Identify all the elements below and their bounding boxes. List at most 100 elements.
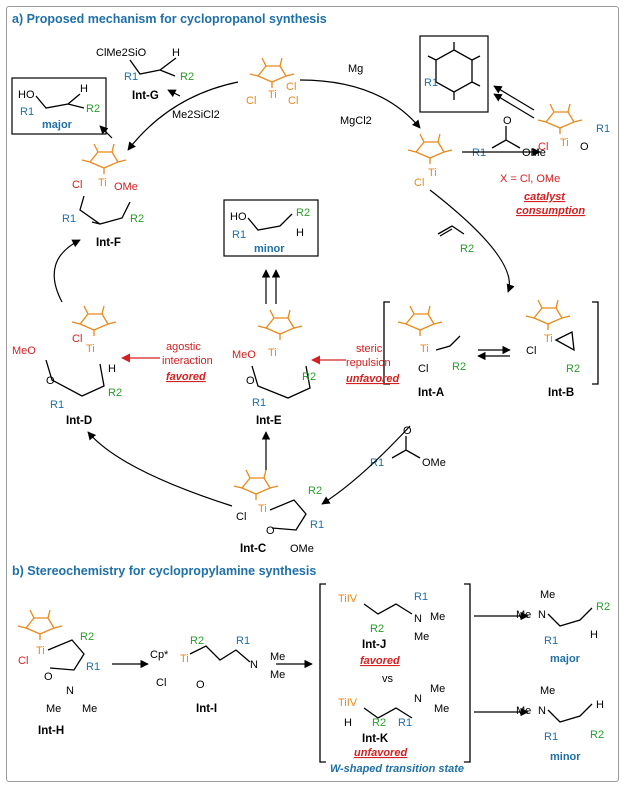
svg-text:MeO: MeO: [232, 349, 256, 361]
svg-text:R2: R2: [590, 729, 604, 741]
svg-text:R2: R2: [460, 243, 474, 255]
int-j-label: Int-J: [362, 639, 386, 651]
svg-text:N: N: [414, 693, 422, 705]
int-d-structure: Cl Ti MeO O R1 H R2 Int-D agostic intera…: [12, 305, 213, 427]
int-k-label: Int-K: [362, 733, 389, 745]
svg-text:H: H: [172, 47, 180, 59]
svg-text:Ti: Ti: [258, 503, 267, 515]
svg-text:Me: Me: [82, 703, 97, 715]
svg-text:R1: R1: [124, 71, 138, 83]
minor-product-box: HO R1 R2 H minor: [223, 199, 319, 257]
hexamethylbenzene-box: R1: [419, 35, 489, 113]
svg-text:Cl: Cl: [526, 345, 536, 357]
svg-text:OMe: OMe: [422, 457, 446, 469]
svg-text:O: O: [196, 679, 205, 691]
alkene-reagent: R2: [437, 225, 474, 255]
svg-text:Me: Me: [46, 703, 61, 715]
svg-text:H: H: [596, 699, 604, 711]
svg-text:HO: HO: [18, 89, 35, 101]
svg-text:TiIV: TiIV: [338, 593, 358, 605]
mgcl2-byproduct: MgCl2: [340, 115, 372, 127]
svg-text:agostic: agostic: [166, 341, 201, 353]
svg-text:TiIV: TiIV: [338, 697, 358, 709]
int-i-structure: Cp* Ti Cl O R2 R1 N Me Me Int-I: [150, 635, 285, 715]
svg-text:Cl: Cl: [418, 363, 428, 375]
svg-text:major: major: [550, 653, 581, 665]
svg-text:Cl: Cl: [246, 95, 256, 107]
svg-text:O: O: [580, 141, 589, 153]
svg-text:Me: Me: [430, 683, 445, 695]
svg-text:Ti: Ti: [36, 645, 45, 657]
mg-reagent: Mg: [348, 63, 363, 75]
svg-text:Ti: Ti: [180, 653, 189, 665]
svg-text:Ti: Ti: [560, 137, 569, 149]
svg-text:OMe: OMe: [290, 543, 314, 555]
svg-text:O: O: [503, 115, 512, 127]
svg-text:unfavored: unfavored: [354, 747, 407, 759]
svg-text:Ti: Ti: [420, 343, 429, 355]
svg-text:Cl: Cl: [72, 179, 82, 191]
svg-text:R2: R2: [180, 71, 194, 83]
svg-text:Me: Me: [430, 611, 445, 623]
svg-text:H: H: [108, 363, 116, 375]
svg-text:favored: favored: [166, 371, 206, 383]
int-c-label: Int-C: [240, 543, 266, 555]
x-definition: X = Cl, OMe: [500, 173, 560, 185]
svg-text:R1: R1: [424, 77, 438, 89]
svg-text:N: N: [66, 685, 74, 697]
svg-text:R1: R1: [414, 591, 428, 603]
int-h-label: Int-H: [38, 725, 64, 737]
figure-frame: [6, 6, 619, 782]
svg-text:O: O: [266, 525, 275, 537]
w-shaped-label: W-shaped transition state: [330, 763, 464, 775]
svg-text:Ti: Ti: [428, 167, 437, 179]
svg-text:H: H: [296, 227, 304, 239]
svg-text:Cl: Cl: [72, 333, 82, 345]
svg-text:R2: R2: [596, 601, 610, 613]
svg-text:H: H: [344, 717, 352, 729]
svg-text:R2: R2: [296, 207, 310, 219]
svg-text:catalyst: catalyst: [524, 191, 566, 203]
catalyst-consumption-species: Ti Cl O R1 X = Cl, OMe catalyst consumpt…: [500, 103, 610, 217]
svg-text:Me: Me: [414, 631, 429, 643]
svg-text:Cl: Cl: [414, 177, 424, 189]
svg-text:OMe: OMe: [114, 181, 138, 193]
svg-text:R2: R2: [370, 623, 384, 635]
int-b-label: Int-B: [548, 387, 574, 399]
svg-text:Cl: Cl: [18, 655, 28, 667]
svg-text:R1: R1: [20, 106, 34, 118]
int-a-label: Int-A: [418, 387, 444, 399]
int-e-structure: Ti MeO O R1 R2 Int-E steric repulsion un…: [232, 309, 399, 427]
int-f-structure: Ti OMe Cl R1 R2 Int-F: [62, 143, 144, 249]
svg-text:HO: HO: [230, 211, 247, 223]
svg-text:H: H: [80, 83, 88, 95]
major-amine-product: Me Me N R1 R2 H major: [516, 589, 610, 665]
int-g-structure: ClMe2SiO R1 R2 H Int-G: [96, 47, 194, 102]
svg-text:Me: Me: [434, 703, 449, 715]
svg-text:favored: favored: [360, 655, 400, 667]
svg-text:N: N: [414, 613, 422, 625]
int-c-structure: Ti Cl R2 O R1 OMe Int-C: [233, 469, 324, 555]
svg-text:R2: R2: [372, 717, 386, 729]
svg-text:R2: R2: [190, 635, 204, 647]
minor-label: minor: [254, 243, 285, 255]
int-j-int-k-bracket: TiIV R2 R1 N Me Me Int-J favored vs TiIV…: [319, 583, 471, 775]
svg-text:O: O: [246, 375, 255, 387]
section-a-title: a) Proposed mechanism for cyclopropanol …: [12, 12, 327, 26]
svg-text:Ti: Ti: [268, 89, 277, 101]
svg-text:Cl: Cl: [236, 511, 246, 523]
svg-text:R2: R2: [452, 361, 466, 373]
svg-text:R2: R2: [108, 387, 122, 399]
svg-text:O: O: [46, 375, 55, 387]
ester-reagent-bottom: O R1 OMe: [370, 425, 446, 469]
svg-text:Cl: Cl: [156, 677, 166, 689]
me2sicl2-reagent: Me2SiCl2: [172, 109, 220, 121]
int-f-label: Int-F: [96, 237, 121, 249]
svg-text:R1: R1: [50, 399, 64, 411]
svg-text:R2: R2: [308, 485, 322, 497]
svg-text:R2: R2: [566, 363, 580, 375]
svg-text:Cl: Cl: [288, 95, 298, 107]
svg-text:R1: R1: [86, 661, 100, 673]
svg-text:Ti: Ti: [268, 347, 277, 359]
svg-text:Me: Me: [540, 589, 555, 601]
